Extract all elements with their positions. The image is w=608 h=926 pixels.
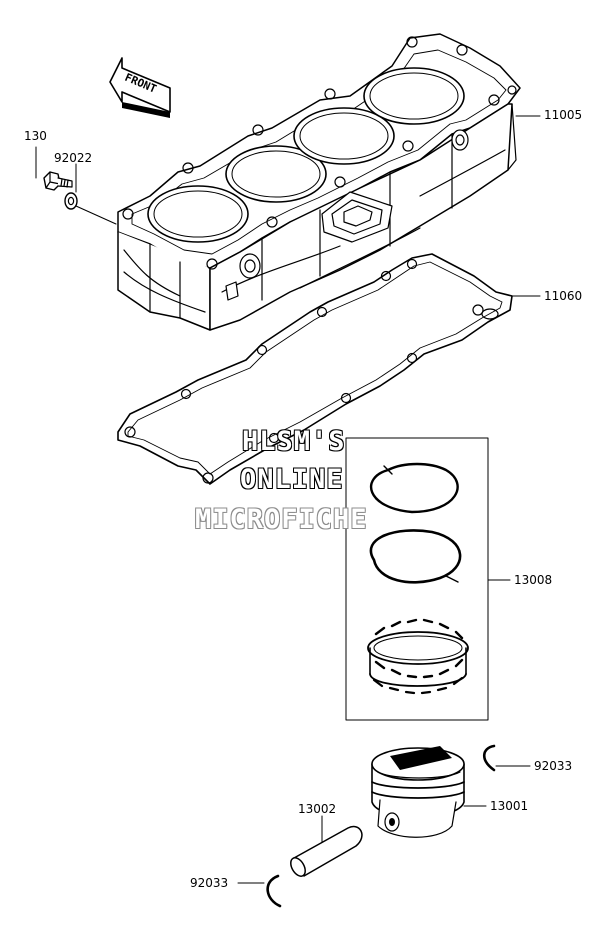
piston-ring-set-13008 [345, 437, 489, 721]
part-label-130: 130 [24, 129, 47, 143]
bolt-130 [43, 171, 73, 191]
part-label-13002: 13002 [298, 802, 337, 816]
part-label-11005: 11005 [544, 108, 583, 122]
circlip-92033-lower [266, 874, 282, 908]
base-gasket-11060 [117, 253, 513, 485]
part-label-11060: 11060 [544, 289, 583, 303]
circlip-92033-upper [482, 744, 496, 772]
leader-lines [35, 115, 541, 884]
part-label-13008: 13008 [514, 573, 553, 587]
part-label-92033-lower: 92033 [190, 876, 229, 890]
piston-pin-13002 [290, 825, 363, 877]
cylinder-block [117, 33, 521, 331]
part-label-92033-upper: 92033 [534, 759, 573, 773]
part-label-92022: 92022 [54, 151, 93, 165]
washer-92022 [64, 192, 78, 210]
part-label-13001: 13001 [490, 799, 529, 813]
front-arrow-icon: FRONT [109, 57, 171, 118]
piston-13001 [371, 746, 465, 838]
